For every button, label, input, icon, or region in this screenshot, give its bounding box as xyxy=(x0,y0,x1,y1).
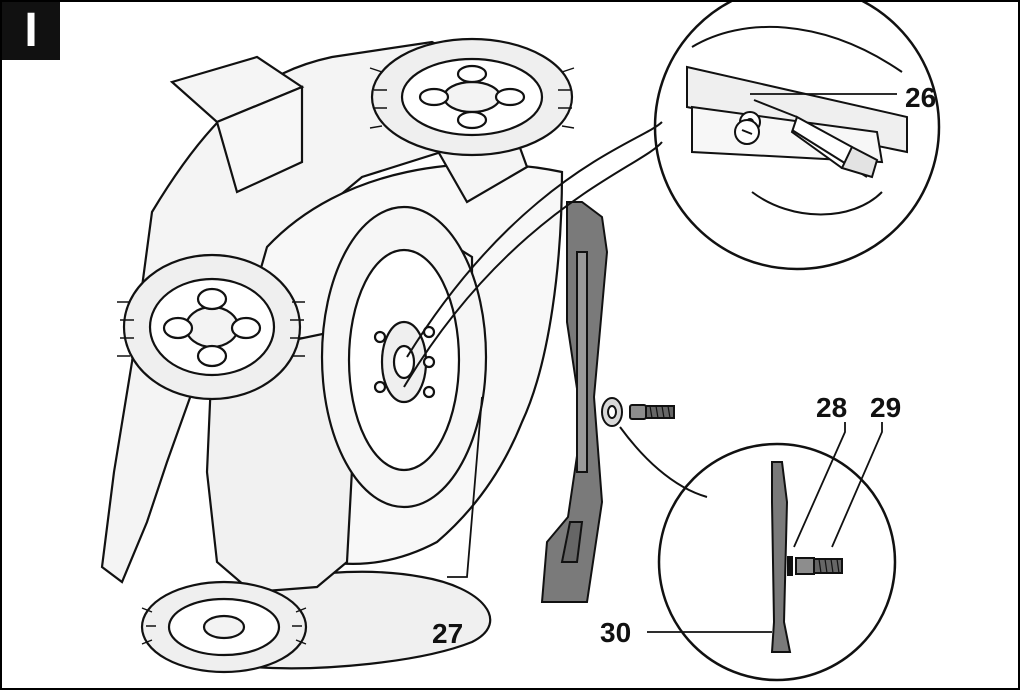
callout-29: 29 xyxy=(870,392,902,423)
cutting-blade xyxy=(540,201,609,603)
leader-29 xyxy=(831,422,883,548)
callout-28: 28 xyxy=(816,392,848,423)
section-label: I xyxy=(2,2,60,60)
rear-right-wheel xyxy=(370,37,574,157)
leader-27 xyxy=(447,396,483,578)
front-left-wheel xyxy=(140,580,308,674)
fastener-set xyxy=(601,397,675,427)
rear-left-wheel xyxy=(122,253,302,401)
bottom-detail-zoom xyxy=(619,426,897,682)
top-detail-zoom xyxy=(403,2,941,388)
leader-28 xyxy=(793,422,846,548)
callout-30: 30 xyxy=(600,617,632,648)
blade-hub xyxy=(320,205,488,509)
callout-leaders xyxy=(447,93,897,633)
wheel-treads xyxy=(117,67,575,645)
callout-26: 26 xyxy=(905,82,937,113)
callout-27: 27 xyxy=(432,618,464,649)
